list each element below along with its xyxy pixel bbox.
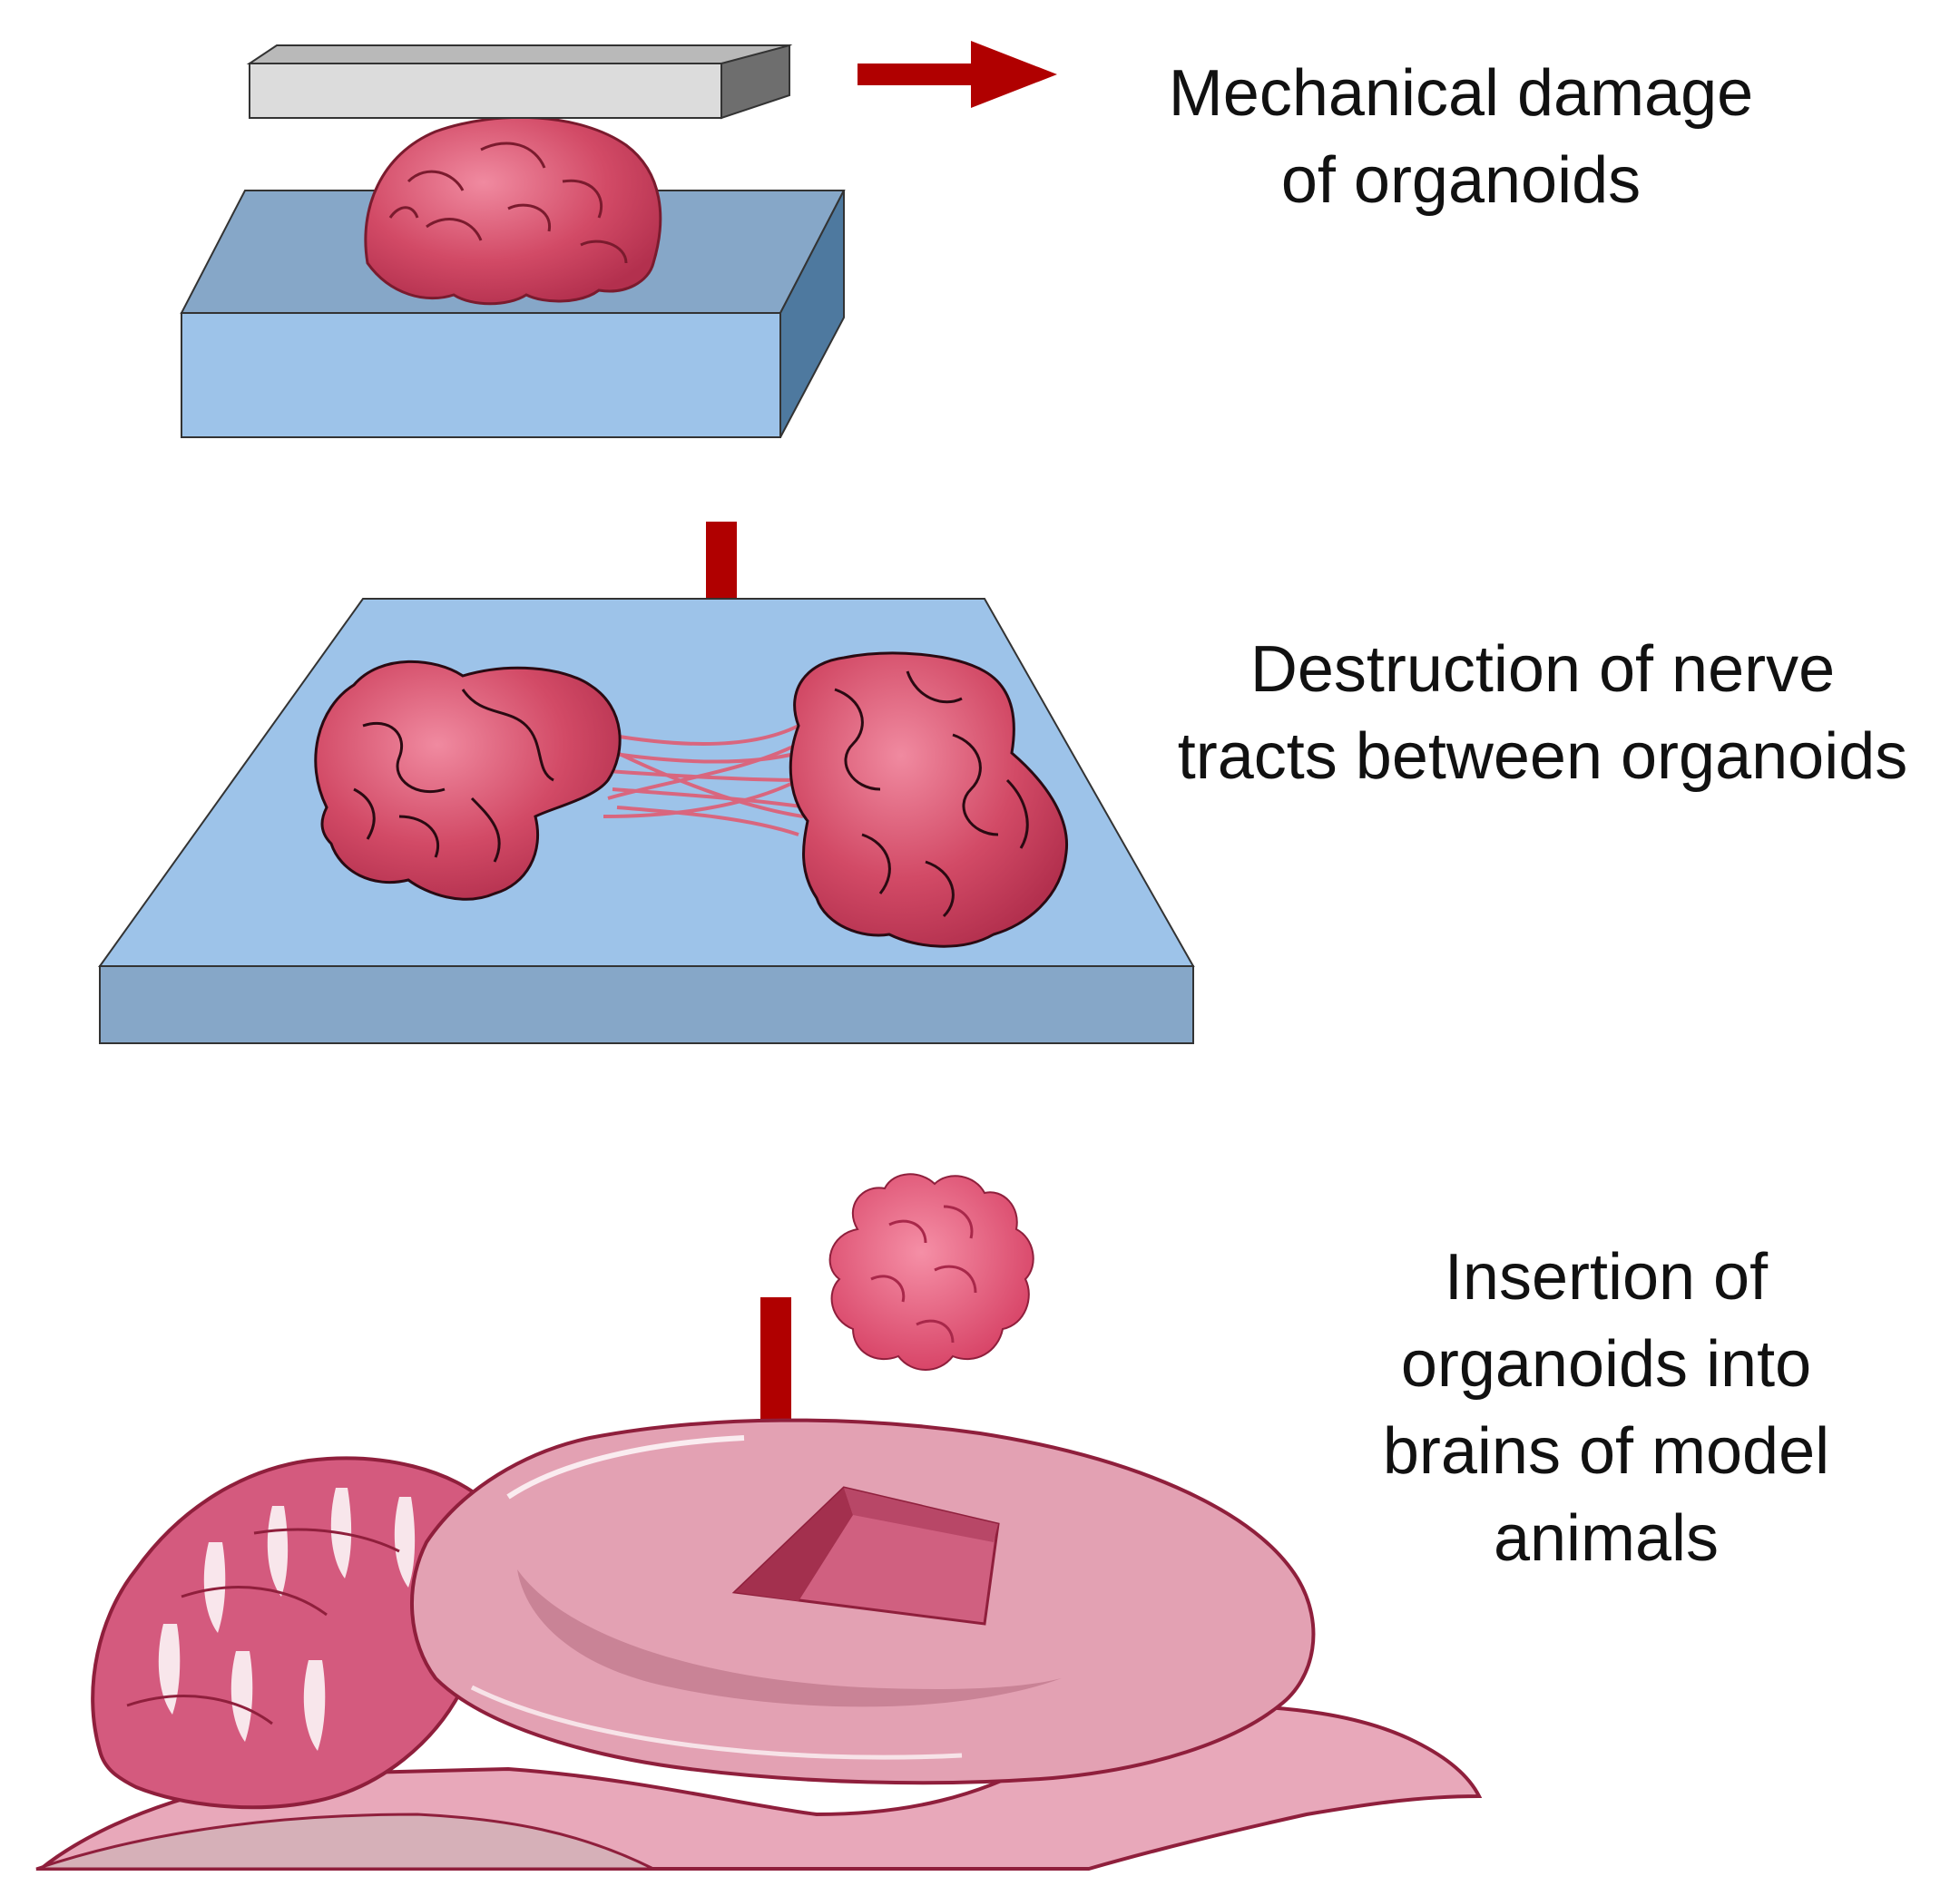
step3-illustration xyxy=(35,1173,1483,1871)
organoid-icon xyxy=(789,651,1069,948)
step-label-mechanical-damage: Mechanical damage of organoids xyxy=(1044,50,1878,224)
label-line: Insertion of xyxy=(1444,1241,1769,1314)
insertion-cavity xyxy=(731,1486,1000,1626)
organoid-icon xyxy=(364,115,662,306)
mouse-brain-icon xyxy=(35,1418,1483,1871)
label-line: animals xyxy=(1493,1502,1720,1575)
step-label-insertion: Insertion of organoids into brains of mo… xyxy=(1252,1234,1960,1582)
nerve-tracts-icon xyxy=(598,724,808,836)
label-line: tracts between organoids xyxy=(1177,720,1908,793)
label-line: Mechanical damage xyxy=(1168,57,1754,130)
press-plate-icon xyxy=(246,44,793,120)
organoid-icon xyxy=(314,660,622,901)
label-line: brains of model xyxy=(1382,1415,1830,1488)
label-line: of organoids xyxy=(1280,144,1642,217)
organoid-icon xyxy=(828,1173,1034,1371)
label-line: Destruction of nerve xyxy=(1250,633,1836,706)
step1-illustration xyxy=(180,41,1057,438)
step-label-tract-destruction: Destruction of nerve tracts between orga… xyxy=(1125,626,1960,800)
step2-illustration xyxy=(98,522,1195,1044)
arrow-right-icon xyxy=(858,41,1057,108)
label-line: organoids into xyxy=(1400,1328,1812,1401)
